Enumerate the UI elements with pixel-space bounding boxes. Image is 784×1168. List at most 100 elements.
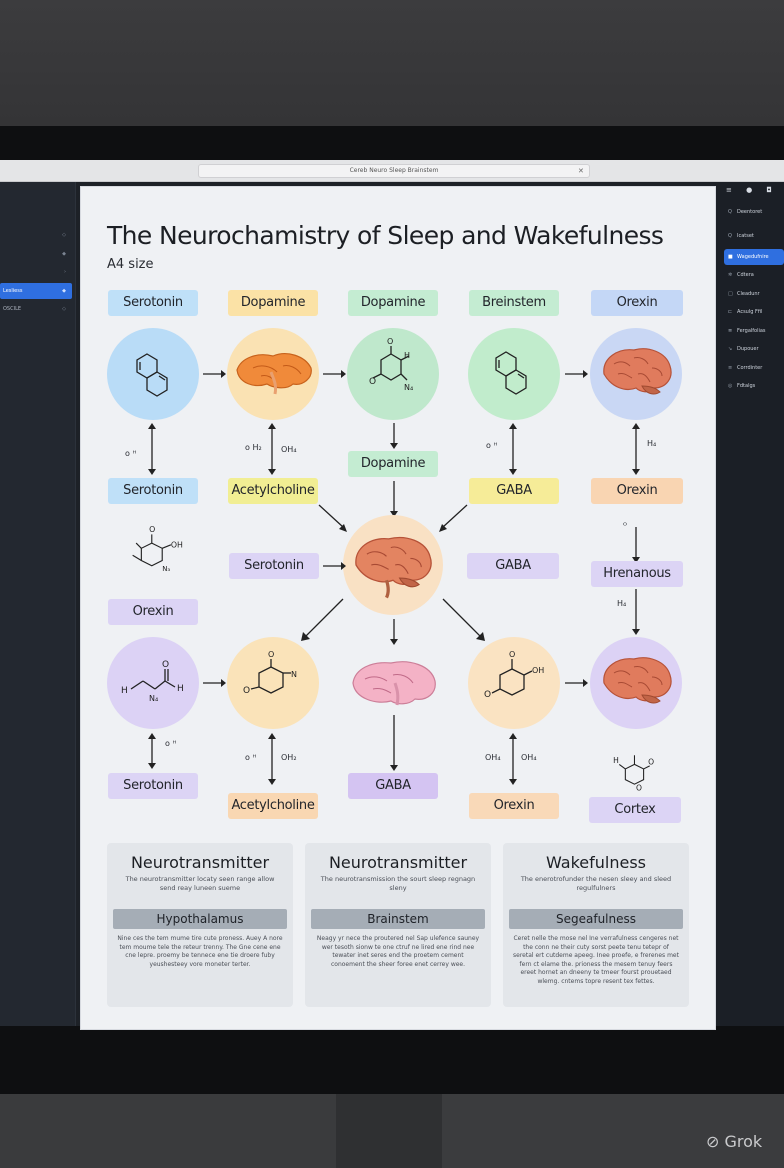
svg-text:O: O (648, 757, 654, 766)
formula-label: OH₂ (281, 753, 297, 762)
formula-label: H₄ (647, 439, 656, 448)
diamond-icon: ◇ (62, 227, 66, 243)
molecule-icon: O OH O (468, 637, 560, 729)
svg-text:O: O (636, 783, 642, 792)
arrow-down-icon (629, 527, 643, 563)
label-dopamine: Dopamine (348, 451, 438, 477)
arrow-right-icon (321, 367, 347, 381)
right-panel-item[interactable]: ≡Corrdinter (724, 360, 784, 376)
arrow-right-icon (563, 676, 589, 690)
formula-label: OH₄ (521, 753, 537, 762)
card-section-bar: Brainstem (311, 909, 485, 929)
card-title: Neurotransmitter (107, 853, 293, 872)
molecule-icon: H O H N₄ (107, 637, 199, 729)
right-panel-item-active[interactable]: ■Wagedufnire (724, 249, 784, 265)
card-title: Neurotransmitter (305, 853, 491, 872)
diamond-icon: ◆ (62, 246, 66, 262)
arrow-updown-icon (265, 733, 279, 785)
close-icon[interactable]: ✕ (578, 167, 584, 175)
card-subtitle: The enerotrofunder the nesen sleey and s… (517, 875, 675, 893)
card-subtitle: The neurotransmission the sourt sleep re… (319, 875, 477, 893)
arrow-updown-icon (145, 423, 159, 475)
brain-region-icon (227, 328, 319, 420)
diamond-icon: ◇ (62, 301, 66, 317)
svg-text:N: N (291, 670, 297, 679)
toolbar-icons[interactable]: ≡ ● ◘ (726, 186, 778, 194)
card-section-bar: Hypothalamus (113, 909, 287, 929)
svg-text:OH: OH (532, 666, 544, 675)
right-panel-item[interactable]: ◎Fdtalgs (724, 378, 784, 394)
square-icon: ■ (728, 249, 737, 265)
label-serotonin: Serotonin (108, 478, 198, 504)
svg-text:O: O (387, 337, 393, 346)
window-title: Cereb Neuro Sleep Brainstem (198, 164, 590, 178)
diamond-icon: ◆ (62, 283, 66, 299)
label-gaba: GABA (467, 553, 559, 579)
formula-label: ᴼ (623, 521, 627, 530)
formula-label: H₄ (617, 599, 626, 608)
card-subtitle: The neurotransmitter locaty seen range a… (121, 875, 279, 893)
formula-label: o ᴴ (165, 739, 176, 748)
formula-label: o ᴴ (486, 441, 497, 450)
right-panel-item[interactable]: ↘Dupouer (724, 341, 784, 357)
molecule-icon (468, 328, 560, 420)
molecule-icon (107, 328, 199, 420)
poster-subtitle: A4 size (107, 257, 154, 272)
wall-background (0, 0, 784, 126)
svg-text:H: H (121, 686, 128, 696)
search-icon: Q (728, 204, 737, 220)
folder-icon: ⊏ (728, 304, 737, 320)
right-panel-item[interactable]: ⊏Acsulg Ffil (724, 304, 784, 320)
arrow-down-icon (387, 619, 401, 645)
central-brain-icon (343, 515, 443, 615)
right-panel-item[interactable]: ✲Cdtera (724, 267, 784, 283)
svg-text:O: O (509, 650, 515, 659)
label-gaba: GABA (469, 478, 559, 504)
svg-text:O: O (162, 660, 169, 670)
formula-label: o ᴴ (245, 753, 256, 762)
label-hrenanous: Hrenanous (591, 561, 683, 587)
arrow-right-icon (201, 367, 227, 381)
card-body: Nine ces the tem mume tire cute proness.… (117, 935, 283, 969)
grok-logo-icon: ⊘ (706, 1132, 725, 1151)
svg-text:O: O (149, 525, 155, 534)
left-panel-item[interactable]: › (0, 264, 72, 280)
svg-text:N₄: N₄ (404, 383, 413, 392)
svg-text:O: O (484, 690, 491, 700)
label-acetylcholine: Acetylcholine (228, 793, 318, 819)
left-panel-item[interactable]: ◇ (0, 227, 72, 243)
left-panel-item[interactable]: OSCILE◇ (0, 301, 72, 317)
formula-label: o H₂ (245, 443, 262, 452)
right-panel-item[interactable]: ≣Fergalfolias (724, 323, 784, 339)
label-gaba: GABA (348, 773, 438, 799)
arrow-right-icon (321, 559, 347, 573)
left-panel-item[interactable]: ◆ (0, 246, 72, 262)
formula-label: OH₄ (485, 753, 501, 762)
window-titlebar: Cereb Neuro Sleep Brainstem ✕ (0, 160, 784, 182)
left-panel-item-active[interactable]: Lesliess◆ (0, 283, 72, 299)
label-orexin: Orexin (469, 793, 559, 819)
arrow-right-icon (201, 676, 227, 690)
svg-text:O: O (268, 650, 274, 659)
svg-text:OH: OH (171, 540, 183, 549)
svg-text:H: H (177, 684, 184, 694)
right-panel-item[interactable]: □Cleadunr (724, 286, 784, 302)
svg-text:N₄: N₄ (149, 694, 158, 703)
label-orexin: Orexin (108, 599, 198, 625)
arrow-diagonal-icon (317, 503, 349, 533)
left-panel: ◇ ◆ › Lesliess◆ OSCILE◇ (0, 182, 76, 1026)
arrow-updown-icon (629, 423, 643, 475)
label-dopamine: Dopamine (228, 290, 318, 316)
card-body: Ceret nelle the mose nel Ine verrafulnes… (513, 935, 679, 986)
list-icon: ≣ (728, 323, 737, 339)
watermark: ⊘ Grok (706, 1132, 762, 1151)
label-dopamine: Dopamine (348, 290, 438, 316)
info-card: Neurotransmitter The neurotransmission t… (305, 843, 491, 1007)
label-orexin: Orexin (591, 478, 683, 504)
svg-text:O: O (369, 377, 376, 387)
